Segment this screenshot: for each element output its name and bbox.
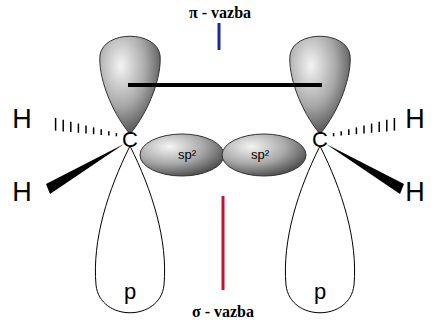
hash-stroke <box>371 124 373 133</box>
pi-bond-line <box>128 83 322 87</box>
solid-wedge-bond <box>326 144 404 194</box>
hash-stroke <box>378 122 380 132</box>
hash-stroke <box>55 118 57 131</box>
hashed-wedge-bond <box>56 118 395 136</box>
hash-stroke <box>85 126 87 134</box>
orbital-label: p <box>314 281 326 303</box>
hash-stroke <box>363 126 365 134</box>
orbital-label: sp² <box>251 148 269 161</box>
hash-stroke <box>333 133 335 136</box>
hash-stroke <box>394 118 396 131</box>
orbital-label: p <box>124 281 136 303</box>
hash-stroke <box>78 124 80 133</box>
atom-label: C <box>312 129 328 151</box>
atom-label: H <box>405 106 425 133</box>
hash-stroke <box>93 127 95 134</box>
hash-stroke <box>356 127 358 134</box>
hash-stroke <box>70 122 72 132</box>
atom-label: H <box>405 179 425 206</box>
sp2-orbital-lobe <box>222 134 306 176</box>
hash-stroke <box>340 131 342 135</box>
bond-label: π - vazba <box>189 5 251 21</box>
bond-label: σ - vazba <box>192 304 254 320</box>
p-orbital-lobe <box>285 146 354 313</box>
atom-label: H <box>12 106 32 133</box>
hash-stroke <box>62 120 64 132</box>
hash-stroke <box>100 129 102 135</box>
sigma-leader <box>222 196 225 290</box>
orbital-label: sp² <box>178 148 196 161</box>
hash-stroke <box>386 120 388 132</box>
hash-stroke <box>348 129 350 135</box>
sp2-orbital-lobe <box>140 134 224 176</box>
atom-label: H <box>12 179 32 206</box>
hash-stroke <box>116 133 118 136</box>
hash-stroke <box>108 131 110 135</box>
pi-leader <box>218 23 221 50</box>
solid-wedge-bond <box>46 144 124 194</box>
atom-label: C <box>122 129 138 151</box>
